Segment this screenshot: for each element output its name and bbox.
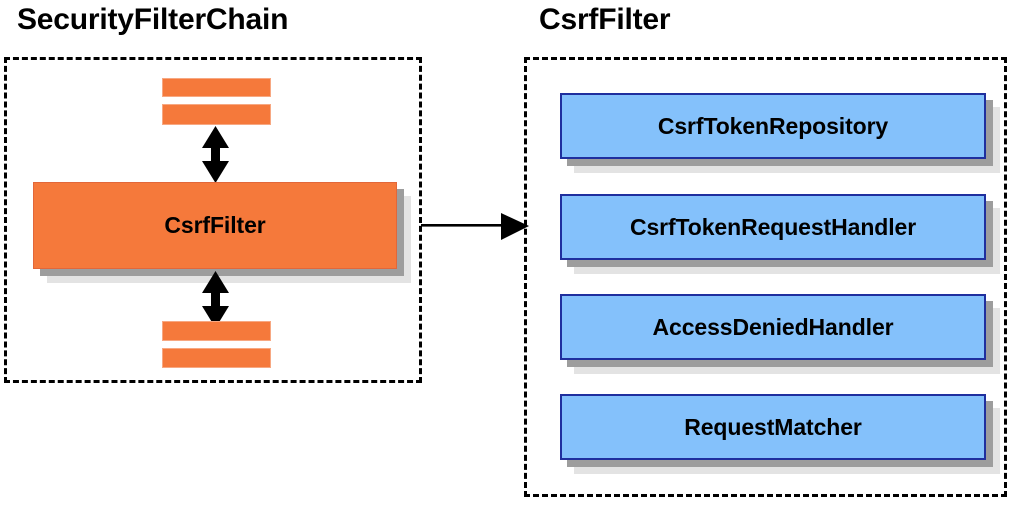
- bidirectional-arrow-above-icon: [200, 126, 231, 183]
- page-title-security-filter-chain: SecurityFilterChain: [17, 3, 289, 36]
- csrf-filter-panel: [524, 57, 1007, 497]
- filter-bar-below-1: [162, 321, 271, 341]
- page-title-csrf-filter: CsrfFilter: [539, 3, 671, 36]
- node-label: CsrfTokenRepository: [657, 112, 889, 139]
- bidirectional-arrow-below-icon: [200, 271, 231, 328]
- node-label: CsrfTokenRequestHandler: [629, 213, 917, 240]
- node-face: CsrfTokenRepository: [560, 93, 986, 159]
- node-csrf-token-request-handler[interactable]: CsrfTokenRequestHandler: [560, 194, 1000, 274]
- filter-bar-below-2: [162, 348, 271, 368]
- node-face: RequestMatcher: [560, 394, 986, 460]
- filter-bar-above-2: [162, 104, 271, 125]
- connector-arrow-icon: [421, 212, 529, 241]
- node-face: CsrfTokenRequestHandler: [560, 194, 986, 260]
- node-face: AccessDeniedHandler: [560, 294, 986, 360]
- node-label: CsrfFilter: [164, 212, 266, 238]
- node-csrf-filter[interactable]: CsrfFilter: [33, 182, 411, 283]
- node-csrf-token-repository[interactable]: CsrfTokenRepository: [560, 93, 1000, 173]
- filter-bar-above-1: [162, 78, 271, 97]
- node-face: CsrfFilter: [33, 182, 397, 269]
- node-label: AccessDeniedHandler: [652, 313, 894, 340]
- node-request-matcher[interactable]: RequestMatcher: [560, 394, 1000, 474]
- security-filter-chain-panel: [4, 57, 422, 383]
- node-access-denied-handler[interactable]: AccessDeniedHandler: [560, 294, 1000, 374]
- node-label: RequestMatcher: [684, 413, 862, 440]
